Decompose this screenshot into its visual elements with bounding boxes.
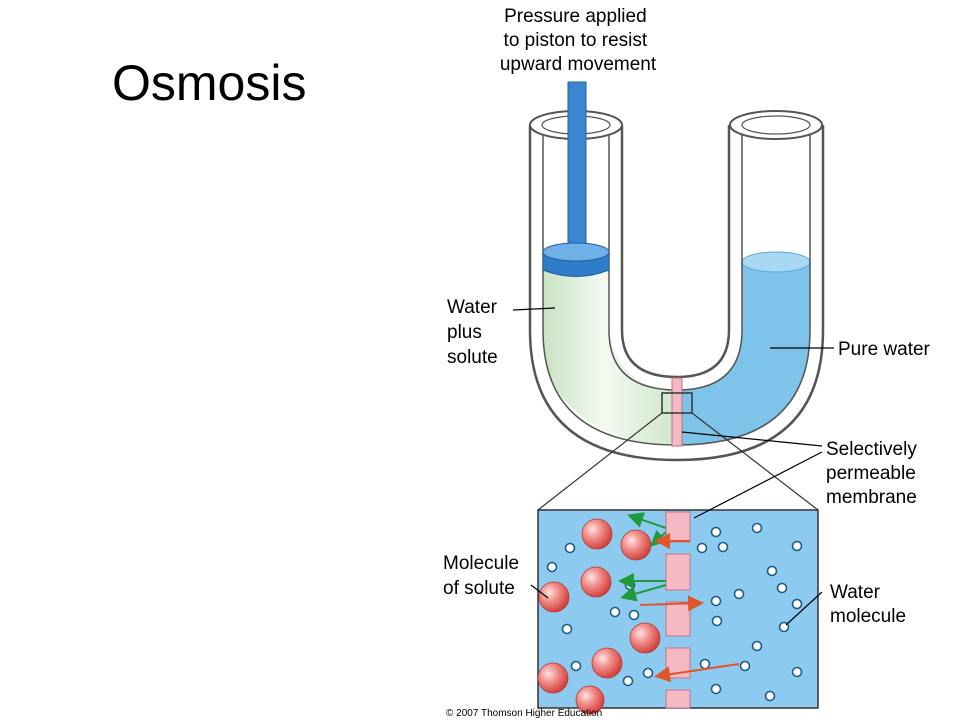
u-tube xyxy=(528,125,825,462)
zoom-region xyxy=(661,392,693,414)
solution-liquid xyxy=(543,262,677,445)
pure-water-label: Pure water xyxy=(838,339,931,360)
pure-water-surface xyxy=(741,251,811,273)
solute-molecule xyxy=(580,566,612,598)
leader-lines xyxy=(512,307,834,626)
solute-molecule xyxy=(537,662,569,694)
solute-molecule xyxy=(581,518,613,550)
water-molecule-label: Water molecule xyxy=(830,582,906,627)
pressure-label: Pressure applied to piston to resist upw… xyxy=(500,6,657,75)
piston-rod xyxy=(567,81,587,253)
solute-molecule xyxy=(538,581,570,613)
solute-molecule xyxy=(620,529,652,561)
water-plus-solute-label: Water plus solute xyxy=(447,297,502,368)
water-molecules xyxy=(546,522,803,702)
inset-membrane xyxy=(665,511,691,709)
slide-title: Osmosis xyxy=(112,55,307,111)
solute-molecule xyxy=(575,685,605,715)
membrane-label: Selectively permeable membrane xyxy=(826,439,922,508)
flow-arrows xyxy=(618,512,740,683)
solute-molecule xyxy=(591,647,623,679)
molecule-of-solute-label: Molecule of solute xyxy=(443,553,524,599)
copyright-credit: © 2007 Thomson Higher Education xyxy=(446,708,602,719)
solute-molecule xyxy=(629,622,661,654)
solute-molecules xyxy=(537,518,661,715)
pure-water-liquid xyxy=(677,255,810,445)
tube-membrane xyxy=(671,377,683,447)
